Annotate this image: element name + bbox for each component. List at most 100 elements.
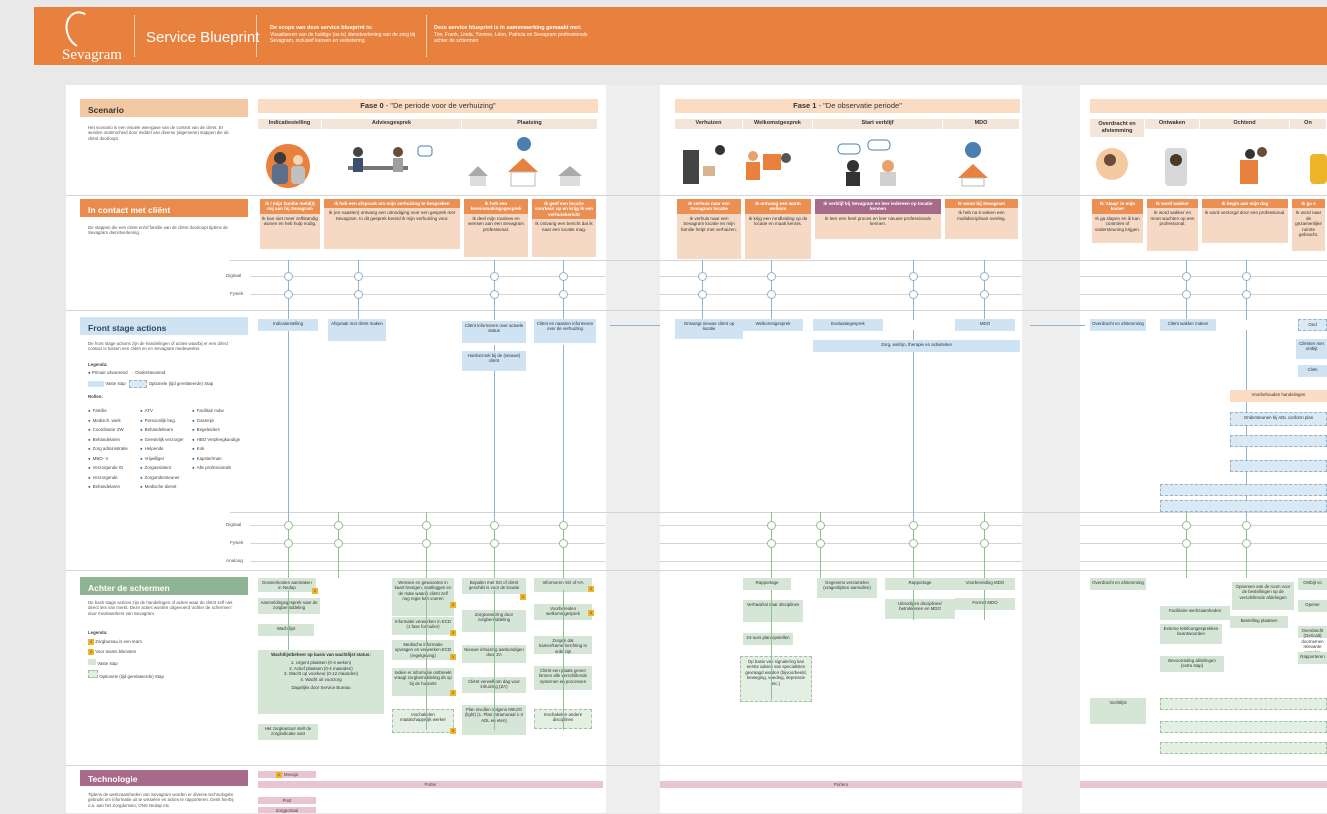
phase-title: Fase 1 [793,101,817,110]
channel-dot [767,290,776,299]
role-item: ●Alle professionals [192,465,244,470]
channel-line [660,525,1022,526]
channel-dot [1242,539,1251,548]
optional-step-row [1230,460,1327,472]
yellow-badge: 1 [312,588,318,594]
quote-text: Ik word verzorgd door een professional. [1204,210,1286,216]
backstage-action: Ontbijt vo [1298,578,1327,590]
role-label: Alle professionals [196,465,232,470]
role-item: ●Zorgondersteuner [140,475,192,480]
lane-divider [66,195,1327,196]
client-quote-card: Ik verblijf bij Sevagram en leer iederee… [815,199,941,239]
backstage-action: Opnemen van de room voor de bestellingen… [1232,582,1294,610]
role-label: Medische dienst [144,484,177,489]
channel-dot [334,521,343,530]
backstage-action: Facilitaire werkzaamheden [1160,606,1230,620]
role-label: MBO- V [92,455,109,461]
yellow-badge: 2 [88,649,94,655]
tech-row-label: Zorgportaal [275,808,299,813]
role-item: ●HBO Verpleegkundige [192,437,244,442]
tech-row: Porter [258,781,603,788]
role-label: ATV [144,408,153,413]
step-tab: On [1290,119,1327,129]
client-quote-card: Ik heb een afspraak om mijn verhuizing t… [324,199,460,249]
tech-row-label: Mevaja [283,772,299,777]
connector-line [913,590,914,620]
backstage-action: Het zorgkantoor stelt de zorgindicatie v… [258,724,318,740]
yellow-badge: 1 [450,654,456,660]
tech-row: Portero [660,781,1022,788]
step-tab: Start verblijf [813,119,943,129]
role-label: HBO Verpleegkundige [196,436,241,442]
backstage-action: Vochtlijst [1090,698,1146,724]
back-legend: Legenda: 1 Zorgbureau is een team 2 Voor… [88,630,238,679]
legend-heading: Legenda: [88,362,108,367]
channel-line [250,561,605,562]
role-label: Behandelteam [144,427,173,432]
back-legend-label: Vaste stap [97,661,118,666]
backstage-action: Rapportage [743,578,791,590]
legend-support-label: Ondersteunend [135,370,166,375]
person-icon: ● [192,436,195,442]
channel-line [250,294,605,295]
person-icon: ● [88,417,91,423]
role-item: ●Medische dienst [140,484,192,489]
person-icon: ● [88,465,91,470]
channel-dot [980,272,989,281]
role-item: ●Verzorgende IG [88,465,140,470]
client-quote-card: Ik / mijn familie meld(t) mij aan bij Se… [260,199,320,249]
quote-text: Ik ga slapen en ik kan controles of onde… [1094,215,1141,232]
client-quote-card: Ik geef een locatie voorkeur op en krijg… [532,199,596,257]
role-label: Verzorgende [92,474,118,480]
step-tab: Verhuizen [675,119,743,129]
backstage-action: Verhaal/ral naar disciplines [743,600,803,622]
channel-dot [334,539,343,548]
front-stage-action: Evaluatiegesprek [813,319,883,331]
yellow-badge: 3 [588,610,594,616]
backstage-action: Aanmeldingsgesprek naar de zorgbemiddeli… [258,598,320,614]
front-legend: Legenda: ● Primair uitvoerend ○ Onderste… [88,362,238,399]
illustration-meeting [348,145,433,172]
back-legend-item: 1 Zorgbureau is een team [88,639,238,645]
channel-dot [559,290,568,299]
yellow-badge: 3 [450,630,456,636]
yellow-badge: 2 [588,586,594,592]
channel-dot [559,272,568,281]
quote-heading: Ik ga e [1292,199,1325,209]
person-outline-icon: ○ [131,370,134,375]
optional-step-row [1230,435,1327,447]
lane-divider [230,260,1327,261]
quote-heading: Ik heb een kennismakingsgesprek [464,199,528,214]
person-icon: ● [140,436,143,442]
channel-dot [490,272,499,281]
step-tab: Overdracht en afstemming [1090,119,1145,137]
backstage-action: Opener [1298,600,1327,612]
channel-dot [1242,521,1251,530]
role-item: ●Persoonlijk beg. [140,418,192,423]
quote-text: Ik kan niet meer zelfstandig wonen en he… [262,215,318,227]
step-tab: Adviesgesprek [322,119,462,129]
quote-text: Ik (en naasten) ontvang een uitnodiging … [328,210,456,221]
section-label-front: Front stage actions [80,317,248,335]
role-label: Geestelijk verzorger [144,436,184,442]
yellow-badge: 3 [450,728,456,734]
quote-text: Ik krijg een rondleiding op de locatie e… [748,215,808,227]
role-label: Zorg administratie [92,446,128,451]
channel-dot [284,272,293,281]
quote-text: Ik word wakker en moet wachten op een pr… [1150,210,1195,227]
person-icon: ● [140,446,143,451]
illustration-welcome [746,151,791,180]
channel-dot [909,290,918,299]
optional-swatch [129,380,148,388]
front-stage-action: MDO [955,319,1015,331]
quote-heading: Ik heb een afspraak om mijn verhuizing t… [324,199,460,209]
optional-step-row [1160,500,1327,512]
step-tab: Ontwaken [1145,119,1200,129]
person-icon: ● [192,446,195,451]
front-stage-action: Overdracht en afstemming [1090,319,1146,331]
channel-dot [980,539,989,548]
person-icon: ● [88,370,91,375]
